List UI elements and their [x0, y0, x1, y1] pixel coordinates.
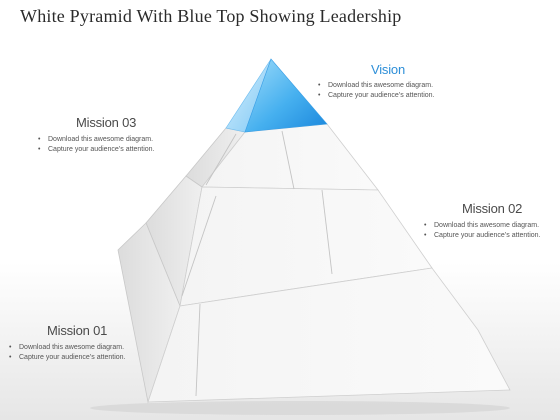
bullet-item: Download this awesome diagram. [9, 343, 126, 353]
callout-mission-01: Mission 01 Download this awesome diagram… [9, 323, 126, 363]
bullet-item: Capture your audience’s attention. [318, 91, 435, 101]
bullet-item: Capture your audience’s attention. [9, 353, 126, 363]
bullet-item: Download this awesome diagram. [38, 135, 155, 145]
pyramid-dividers [181, 130, 333, 397]
callout-mission-02: Mission 02 Download this awesome diagram… [424, 201, 541, 241]
callout-vision-heading: Vision [371, 62, 405, 77]
callout-mission-03: Mission 03 Download this awesome diagram… [38, 115, 155, 155]
callout-mission-02-bullets: Download this awesome diagram. Capture y… [424, 221, 541, 241]
pyramid-apex [225, 58, 328, 133]
bullet-item: Download this awesome diagram. [318, 81, 435, 91]
pyramid-left-face [117, 127, 246, 404]
page-title: White Pyramid With Blue Top Showing Lead… [20, 6, 402, 26]
front-face-level-1 [147, 267, 511, 403]
apex-front-face [244, 58, 328, 133]
callout-vision: Vision Download this awesome diagram. Ca… [318, 62, 435, 101]
pyramid-front-face [147, 123, 511, 403]
callout-mission-03-heading: Mission 03 [76, 115, 137, 130]
bullet-item: Capture your audience’s attention. [424, 231, 541, 241]
bullet-item: Download this awesome diagram. [424, 221, 541, 231]
callout-mission-03-bullets: Download this awesome diagram. Capture y… [38, 135, 155, 155]
callout-mission-01-bullets: Download this awesome diagram. Capture y… [9, 343, 126, 363]
pyramid-shadow [90, 401, 510, 415]
callout-mission-01-heading: Mission 01 [47, 323, 108, 338]
callout-mission-02-heading: Mission 02 [462, 201, 523, 216]
callout-vision-bullets: Download this awesome diagram. Capture y… [318, 81, 435, 101]
bullet-item: Capture your audience’s attention. [38, 145, 155, 155]
